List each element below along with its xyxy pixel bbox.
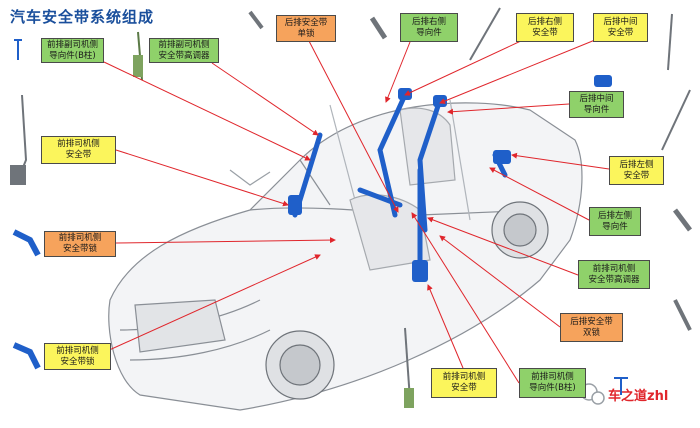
- label-rear-belt-double-buckle: 后排安全带 双锁: [560, 313, 623, 342]
- label-front-passenger-b-pillar-guide: 前排副司机侧 导向件(B柱): [41, 38, 104, 63]
- label-rear-right-belt: 后排右侧 安全带: [516, 13, 574, 42]
- label-rear-right-guide: 后排右侧 导向件: [400, 13, 458, 42]
- watermark-text: 车之道zhl: [608, 389, 669, 404]
- leader-arrows: [95, 39, 610, 384]
- label-front-driver-belt: 前排司机侧 安全带: [41, 136, 116, 164]
- label-front-driver-belt-bottom: 前排司机侧 安全带: [431, 368, 497, 398]
- car-illustration: [108, 99, 583, 411]
- page-title: 汽车安全带系统组成: [10, 8, 155, 26]
- label-front-driver-height-adjuster: 前排司机侧 安全带高调器: [578, 260, 650, 289]
- label-rear-center-belt: 后排中间 安全带: [593, 13, 648, 42]
- label-rear-left-belt: 后排左侧 安全带: [609, 156, 664, 185]
- wechat-logo-icon: [580, 383, 605, 405]
- part-thumbnails: [10, 7, 692, 408]
- label-rear-center-guide: 后排中间 导向件: [569, 91, 624, 118]
- belt-parts: [288, 88, 511, 282]
- label-rear-single-buckle: 后排安全带 单锁: [276, 15, 336, 42]
- label-front-driver-buckle: 前排司机侧 安全带锁: [44, 231, 116, 257]
- label-front-driver-guide-b-pillar: 前排司机侧 导向件(B柱): [519, 368, 586, 398]
- label-front-passenger-buckle: 前排司机侧 安全带锁: [44, 343, 111, 370]
- label-rear-left-guide: 后排左侧 导向件: [589, 207, 641, 236]
- label-front-passenger-height-adjuster: 前排副司机侧 安全带高调器: [149, 38, 219, 63]
